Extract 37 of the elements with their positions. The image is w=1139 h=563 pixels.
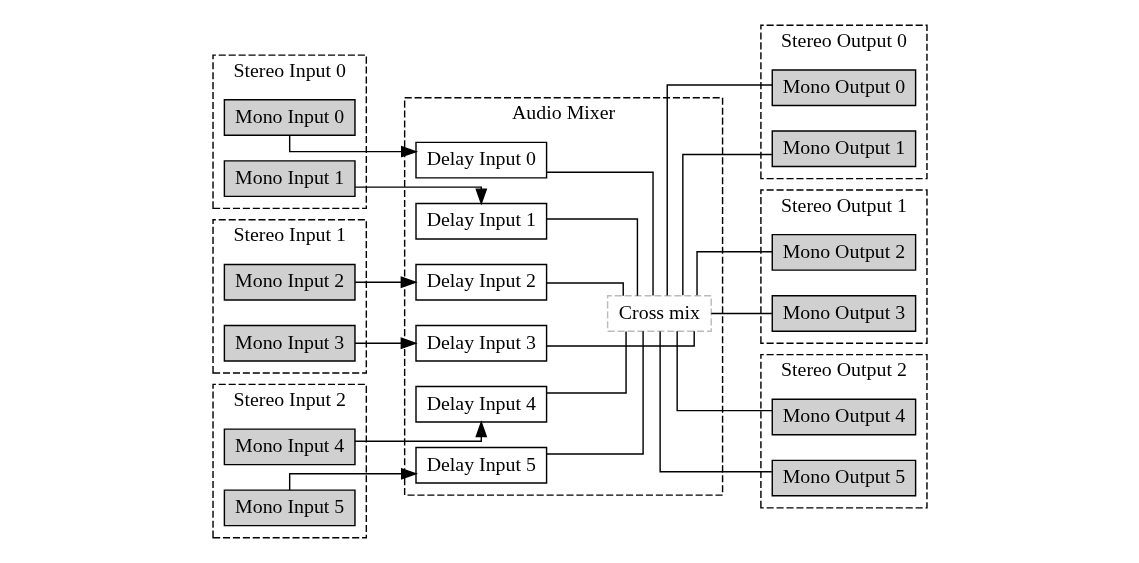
node-box: Mono Input 1	[223, 160, 356, 198]
connector	[545, 330, 695, 347]
arrow	[353, 420, 487, 442]
node-box: Mono Input 5	[223, 489, 356, 527]
connector	[545, 330, 644, 455]
node-box: Mono Output 0	[771, 69, 916, 107]
connector	[675, 330, 773, 412]
node-box: Mono Output 3	[771, 295, 916, 332]
node-box: Delay Input 4	[414, 385, 547, 423]
arrow	[353, 337, 418, 350]
connector	[681, 153, 773, 296]
arrow	[288, 467, 418, 491]
node-box: Mono Input 2	[223, 263, 356, 301]
node-box: Mono Output 4	[771, 398, 916, 436]
arrow	[353, 186, 487, 206]
node-box: Mono Output 2	[771, 233, 916, 271]
node-box: Mono Input 3	[223, 324, 356, 362]
node-box: Delay Input 3	[414, 324, 547, 362]
connector	[545, 218, 638, 297]
node-box: Delay Input 2	[414, 263, 547, 301]
node-box: Mono Output 5	[771, 459, 916, 497]
arrow	[353, 276, 418, 289]
node-box: Mono Input 0	[223, 99, 356, 136]
node-box: Delay Input 1	[414, 202, 547, 240]
connector	[658, 330, 773, 473]
connector	[545, 171, 654, 297]
node-box: Mono Output 1	[771, 130, 916, 168]
connector	[545, 330, 627, 394]
node-box: Mono Input 4	[223, 428, 356, 466]
node-box: Delay Input 0	[414, 141, 547, 179]
connector	[695, 251, 773, 296]
node-box: Cross mix	[606, 295, 712, 332]
node-box: Delay Input 5	[414, 446, 547, 484]
arrow	[288, 134, 418, 158]
connector	[545, 282, 624, 297]
connector	[710, 312, 772, 315]
connector	[666, 84, 773, 297]
